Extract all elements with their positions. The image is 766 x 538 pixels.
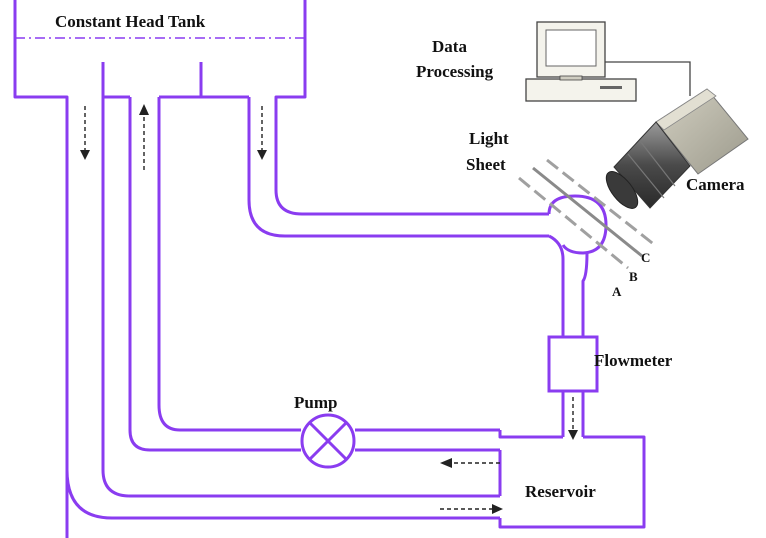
light-plane-c <box>546 158 657 248</box>
test-pipe-outer <box>247 97 549 238</box>
arrow-test-down-head <box>257 150 267 160</box>
light-sheet-label-line2: Sheet <box>466 155 506 174</box>
data-processing-label-line2: Processing <box>416 62 494 81</box>
tank-label: Constant Head Tank <box>55 12 206 31</box>
overflow-return-pipe-outer <box>65 469 500 520</box>
overflow-return-pipe-inner <box>101 97 500 498</box>
flow-arrows <box>80 104 578 514</box>
camera-cable <box>605 61 691 96</box>
tank-left-wall <box>13 0 69 538</box>
plane-b-label: B <box>629 269 638 284</box>
pump-label: Pump <box>294 393 337 412</box>
tank-right-wall <box>274 0 549 216</box>
plane-a-label: A <box>612 284 622 299</box>
reservoir-label: Reservoir <box>525 482 596 501</box>
data-processing-label-line1: Data <box>432 37 467 56</box>
supply-pipe-outer <box>128 97 301 452</box>
camera-label: Camera <box>686 175 745 194</box>
test-pipe-bend <box>548 234 565 260</box>
light-sheet-label-line1: Light <box>469 129 509 148</box>
arrow-return-right-head <box>492 504 503 514</box>
light-sheet-planes: A B C <box>518 158 657 299</box>
pump-symbol <box>300 413 356 469</box>
bulb-outline <box>547 194 608 255</box>
supply-pipe-inner <box>157 97 301 432</box>
arrow-supply-up-head <box>139 104 149 115</box>
camera-icon <box>605 88 749 209</box>
test-section-bulb <box>547 194 608 255</box>
plane-c-label: C <box>641 250 650 265</box>
flowmeter-body <box>547 335 599 393</box>
flowmeter-label: Flowmeter <box>594 351 673 370</box>
constant-head-tank: Constant Head Tank <box>13 0 549 538</box>
arrow-pump-left-head <box>440 458 452 468</box>
reservoir-outline <box>498 430 646 529</box>
computer-icon <box>525 21 637 102</box>
arrow-overflow-down-head <box>80 150 90 160</box>
test-pipe-down-right <box>581 251 589 337</box>
light-plane-b <box>532 166 643 258</box>
light-plane-a <box>518 176 629 270</box>
arrow-flowmeter-down-head <box>568 430 578 440</box>
